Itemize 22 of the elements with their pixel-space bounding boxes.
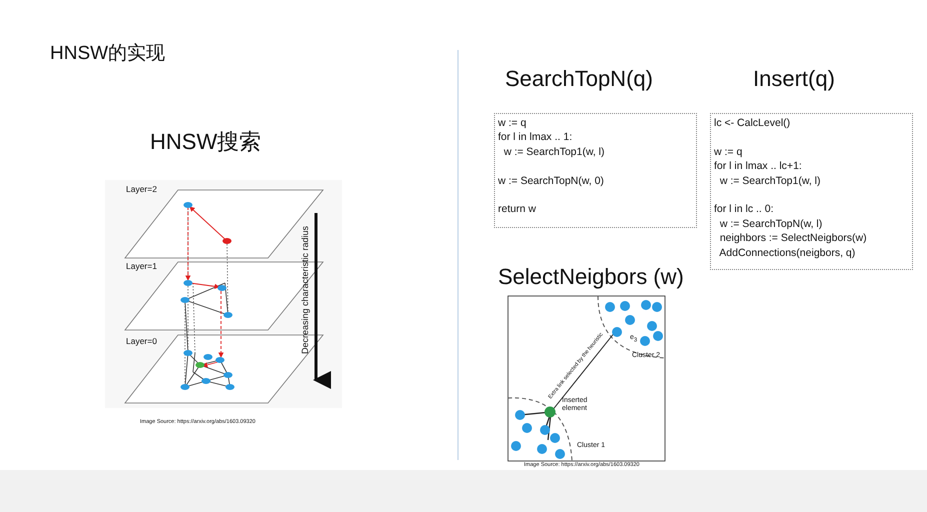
code-line: w := SearchTop1(w, l) xyxy=(502,144,606,160)
code-line: for l in lc .. 0: xyxy=(714,202,775,217)
code-line: AddConnections(neigbors, q) xyxy=(718,246,856,260)
axis-label: Decreasing characteristic radius xyxy=(300,226,310,354)
code-line: lc <- CalcLevel() xyxy=(714,116,792,130)
code-line: w := SearchTop1(w, l) xyxy=(718,174,822,188)
code-line: neighbors := SelectNeigbors(w) xyxy=(718,231,868,246)
layer-label: Layer=1 xyxy=(126,261,157,271)
code-line: for l in lmax .. lc+1: xyxy=(714,159,803,174)
code-line: w := q xyxy=(714,144,744,160)
code-line: w := q xyxy=(498,116,528,130)
heading: SearchTopN(q) xyxy=(505,66,653,92)
heading: Insert(q) xyxy=(753,66,835,92)
layer-label: Layer=2 xyxy=(126,184,157,194)
figure-heading: HNSW搜索 xyxy=(150,128,262,156)
code-line: for l in lmax .. 1: xyxy=(498,130,574,145)
layer-label: Layer=0 xyxy=(126,336,157,346)
code-line: return w xyxy=(498,202,537,217)
code-line: w := SearchTopN(w, 0) xyxy=(498,174,605,188)
slide-title: HNSW的实现 xyxy=(50,42,166,66)
figure-heading: SelectNeigbors (w) xyxy=(498,264,684,290)
code-line: w := SearchTopN(w, l) xyxy=(718,216,824,232)
